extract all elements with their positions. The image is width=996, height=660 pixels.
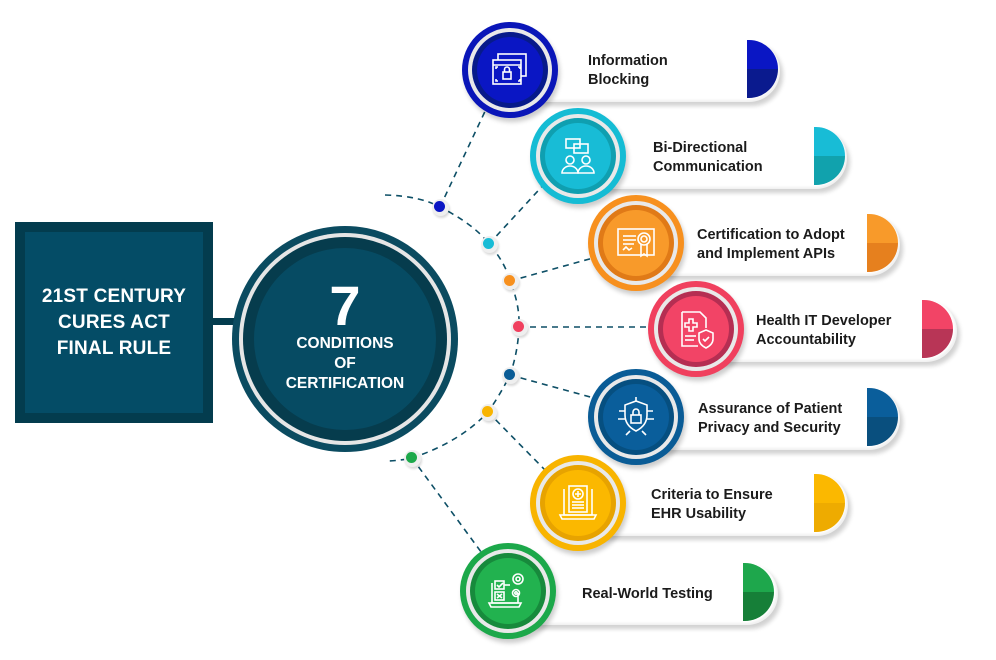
tab-bottom xyxy=(814,156,845,185)
hub-line-2: OF xyxy=(334,355,356,372)
condition-tab xyxy=(743,563,774,621)
badge-inner xyxy=(540,118,616,194)
tab-bottom xyxy=(867,243,898,272)
browser-lock-icon xyxy=(477,37,543,103)
condition-tab xyxy=(867,388,898,446)
tab-top xyxy=(867,214,898,243)
act-title: 21ST CENTURY CURES ACT FINAL RULE xyxy=(42,284,186,362)
laptop-health-record-icon xyxy=(545,470,611,536)
shield-lock-circuit-icon xyxy=(603,384,669,450)
act-title-line-2: CURES ACT xyxy=(58,311,170,333)
condition-label-line-2: Blocking xyxy=(588,72,650,88)
hub-content: 7 CONDITIONS OF CERTIFICATION xyxy=(254,248,436,430)
condition-label-line-1: Assurance of Patient xyxy=(698,401,843,417)
condition-label-line-2: Accountability xyxy=(756,332,856,348)
tab-top xyxy=(747,40,778,69)
node-apis xyxy=(502,273,519,290)
medical-doc-shield-icon xyxy=(663,296,729,362)
badge-inner xyxy=(658,291,734,367)
node-bi-directional xyxy=(481,236,498,253)
badge-inner xyxy=(472,32,548,108)
hub-line-1: CONDITIONS xyxy=(296,335,394,352)
act-title-line-3: FINAL RULE xyxy=(56,337,172,359)
condition-label-line-2: Privacy and Security xyxy=(698,420,841,436)
badge-inner xyxy=(540,465,616,541)
laptop-checklist-gears-icon xyxy=(475,558,541,624)
badge-certification-apis xyxy=(588,195,684,291)
badge-information-blocking xyxy=(462,22,558,118)
node-dot xyxy=(483,238,494,249)
badge-real-world-testing xyxy=(460,543,556,639)
condition-label-line-2: EHR Usability xyxy=(651,506,747,522)
badge-inner xyxy=(470,553,546,629)
tab-bottom xyxy=(743,592,774,621)
condition-label-line-1: Bi-Directional xyxy=(653,140,748,156)
condition-tab xyxy=(867,214,898,272)
tab-bottom xyxy=(747,69,778,98)
condition-label-line-1: Certification to Adopt xyxy=(697,227,845,243)
hub-line-3: CERTIFICATION xyxy=(285,375,405,392)
act-title-panel: 21ST CENTURY CURES ACT FINAL RULE xyxy=(25,232,203,413)
badge-inner xyxy=(598,205,674,281)
badge-inner xyxy=(598,379,674,455)
node-dot xyxy=(513,321,524,332)
node-real-world-testing xyxy=(404,450,421,467)
node-dot xyxy=(406,452,417,463)
act-title-line-1: 21ST CENTURY xyxy=(41,285,187,307)
condition-label: Real-World Testing xyxy=(582,563,713,625)
tab-bottom xyxy=(922,329,953,358)
chat-users-icon xyxy=(545,123,611,189)
badge-ehr-usability xyxy=(530,455,626,551)
tab-top xyxy=(867,388,898,417)
node-dot xyxy=(482,406,493,417)
tab-top xyxy=(922,300,953,329)
tab-top xyxy=(743,563,774,592)
node-dot xyxy=(504,369,515,380)
node-dot xyxy=(434,201,445,212)
node-ehr-usability xyxy=(480,404,497,421)
certificate-icon xyxy=(603,210,669,276)
tab-top xyxy=(814,474,845,503)
conditions-hub: 7 CONDITIONS OF CERTIFICATION xyxy=(232,226,458,452)
condition-label-line-1: Health IT Developer xyxy=(756,313,892,329)
node-privacy-security xyxy=(502,367,519,384)
act-title-box: 21ST CENTURY CURES ACT FINAL RULE xyxy=(15,222,213,423)
condition-tab xyxy=(814,474,845,532)
node-information-blocking xyxy=(432,199,449,216)
condition-label-line-2: and Implement APIs xyxy=(697,246,836,262)
condition-tab xyxy=(747,40,778,98)
condition-tab xyxy=(814,127,845,185)
hub-count: 7 xyxy=(329,274,361,337)
condition-label: Certification to Adopt and Implement APIs xyxy=(697,214,845,276)
title-hub-connector xyxy=(213,318,243,325)
condition-tab xyxy=(922,300,953,358)
badge-privacy-security xyxy=(588,369,684,465)
node-developer-accountability xyxy=(511,319,528,336)
tab-bottom xyxy=(814,503,845,532)
tab-top xyxy=(814,127,845,156)
badge-bi-directional-communication xyxy=(530,108,626,204)
node-dot xyxy=(504,275,515,286)
condition-label-line-2: Communication xyxy=(653,159,763,175)
badge-developer-accountability xyxy=(648,281,744,377)
condition-label-line-1: Information xyxy=(588,53,668,69)
condition-label-line-1: Criteria to Ensure xyxy=(651,487,773,503)
tab-bottom xyxy=(867,417,898,446)
condition-label-line-1: Real-World Testing xyxy=(582,585,713,602)
